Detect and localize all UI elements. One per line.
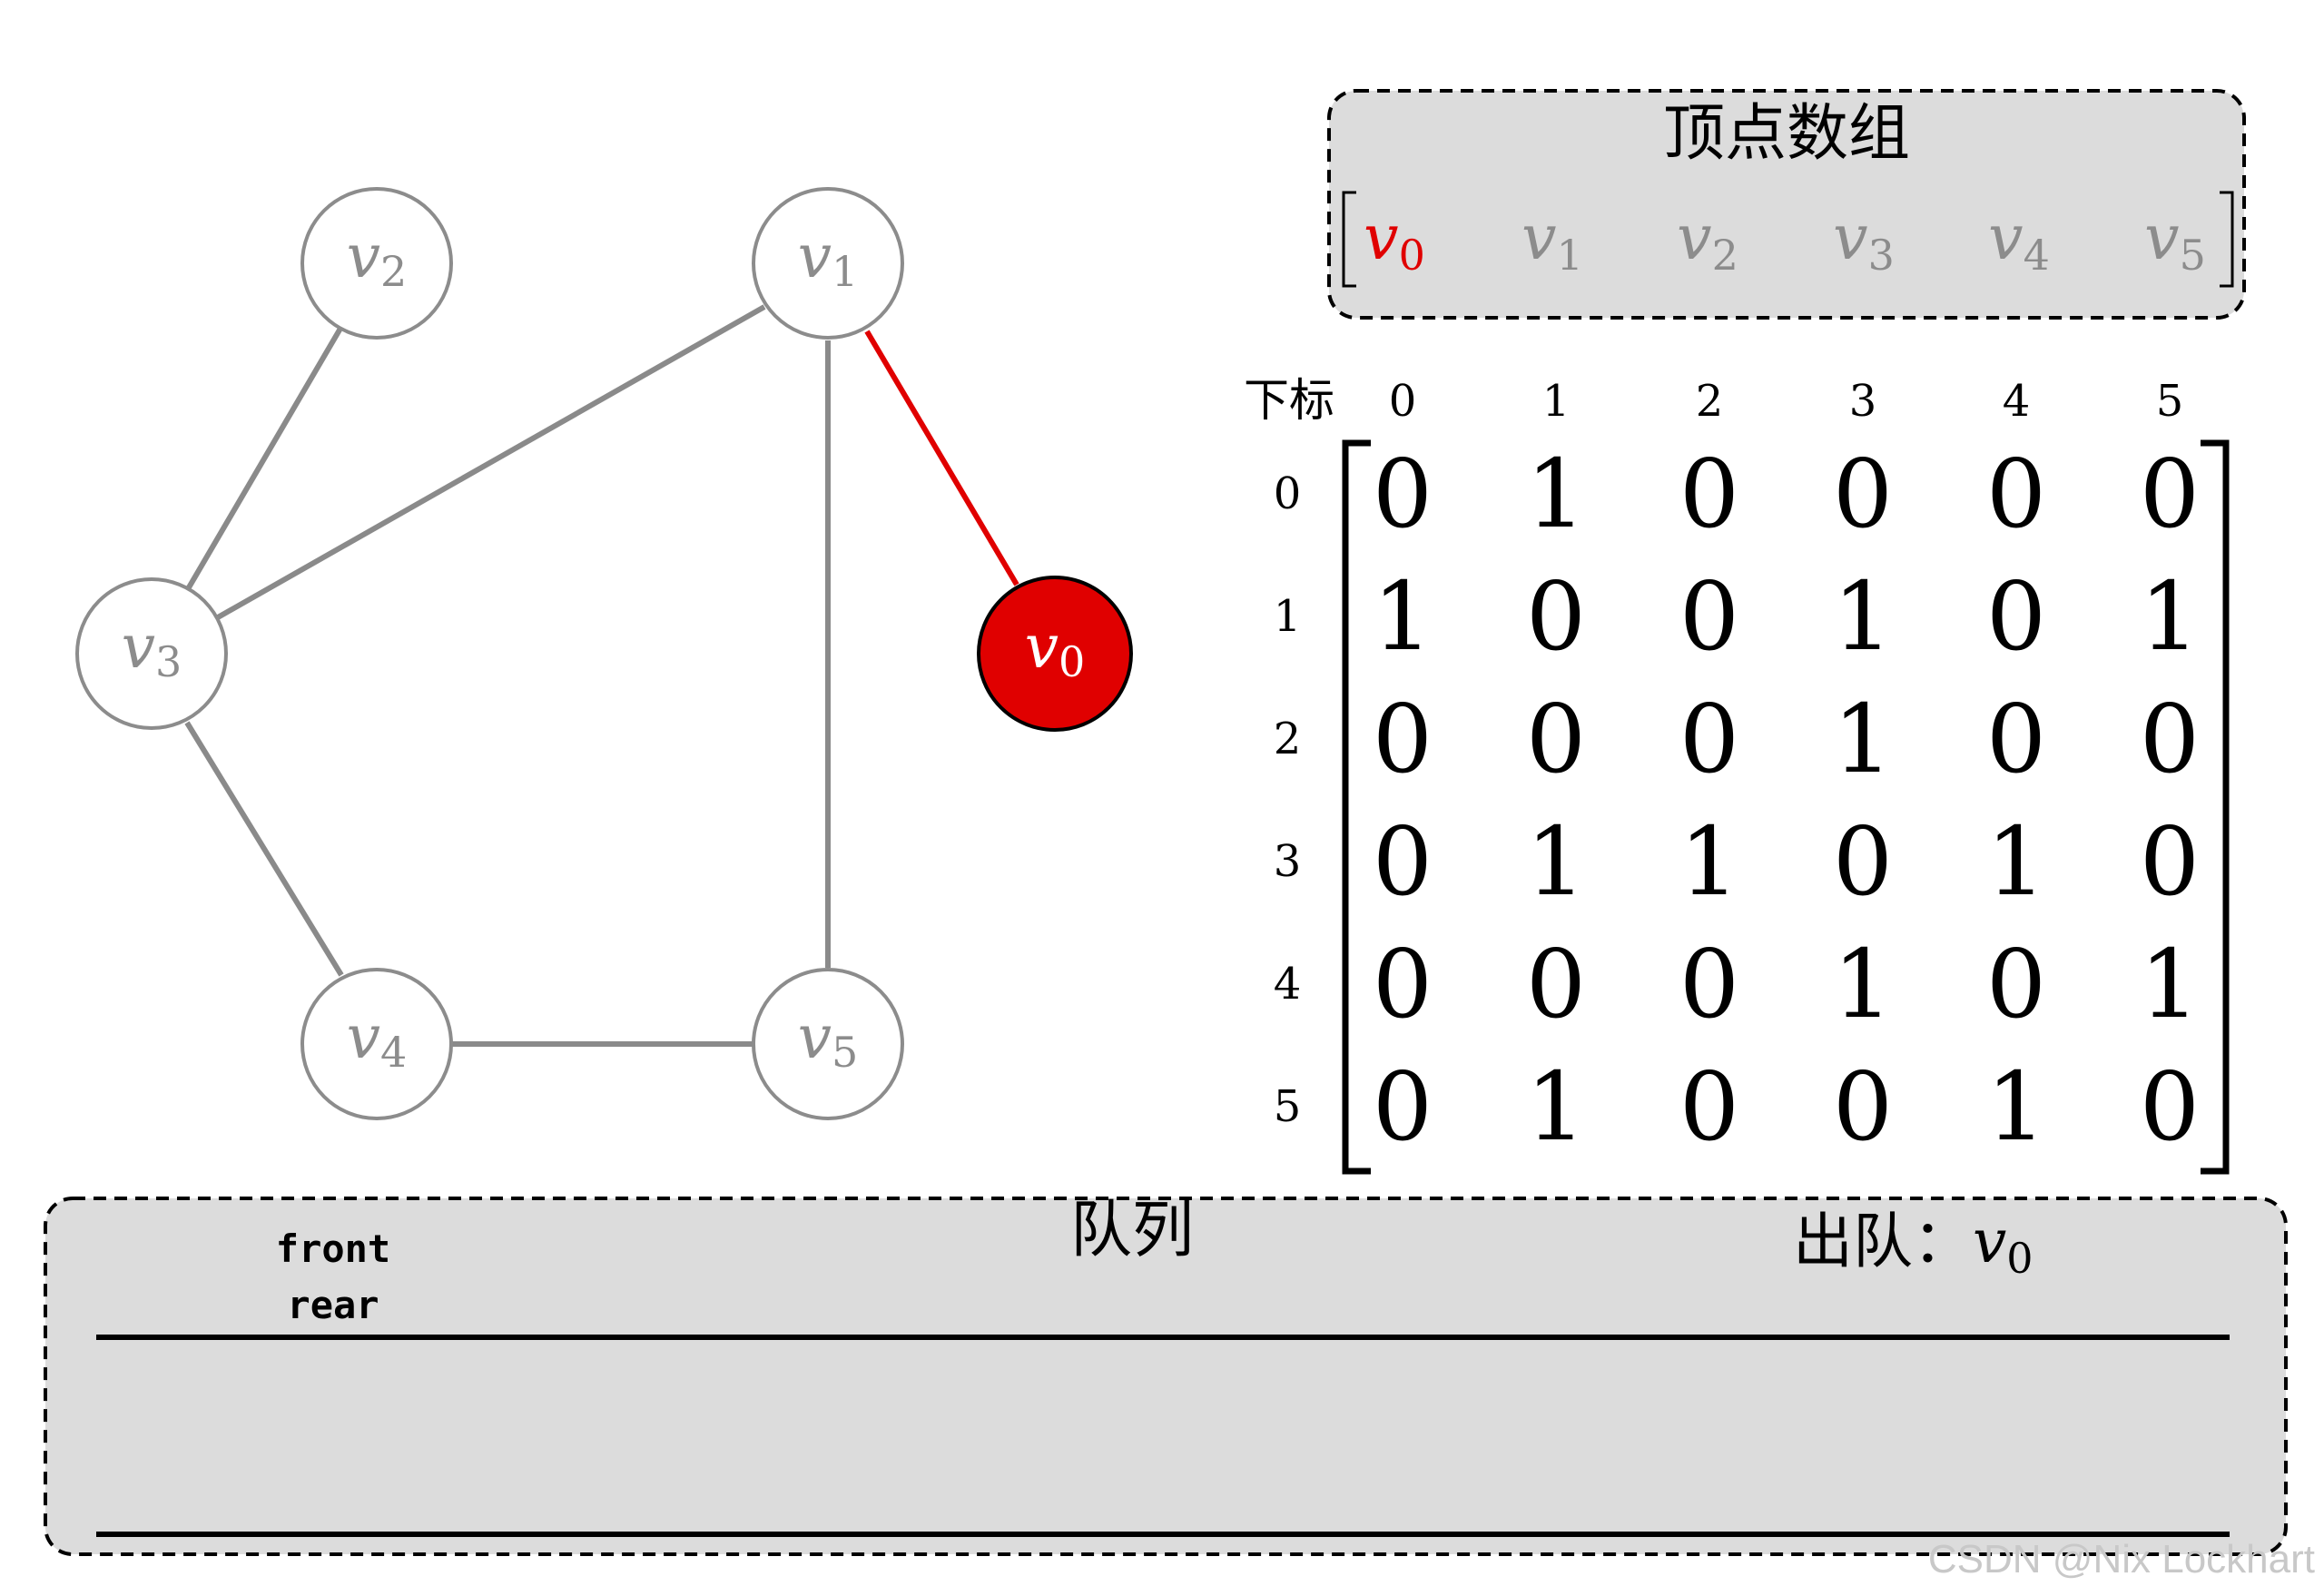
matrix-cell: 0 (2140, 684, 2200, 794)
matrix-cell: 0 (1679, 684, 1739, 794)
node-circle (977, 576, 1133, 732)
array-item-v1: v1 (1521, 202, 1583, 280)
column-indices: 0 1 2 3 4 5 (1389, 376, 2184, 427)
array-item-v3: v3 (1833, 202, 1895, 280)
row-indices: 0 1 2 3 4 5 (1274, 468, 1302, 1132)
array-item-v0: v0 (1364, 202, 1425, 280)
queue-box (44, 1197, 2288, 1556)
matrix-cell: 1 (2140, 929, 2200, 1039)
matrix-cell: 0 (1679, 929, 1739, 1039)
watermark: CSDN @Nix Lockhart (1928, 1537, 2315, 1581)
graph: v2 v1 v3 v0 v4 v5 (75, 187, 1133, 1120)
right-bracket (2220, 191, 2234, 288)
node-label: v1 (798, 222, 859, 296)
matrix-cell: 0 (1526, 929, 1586, 1039)
matrix-cell: 1 (1833, 561, 1893, 672)
adjacency-matrix: 下标 0 1 2 3 4 5 0 1 2 3 4 5 0 1 0 0 0 0 (1244, 374, 2230, 1175)
node-circle (300, 187, 453, 340)
array-item-v5: v5 (2144, 202, 2206, 280)
matrix-cell: 0 (1373, 806, 1433, 917)
matrix-cell: 0 (1373, 684, 1433, 794)
col-index-2: 2 (1696, 376, 1724, 427)
matrix-cell: 1 (1526, 438, 1586, 549)
graph-node-v4: v4 (300, 968, 453, 1120)
node-circle (300, 968, 453, 1120)
edge-v0-v1 (864, 330, 1019, 586)
graph-node-v1: v1 (752, 187, 904, 340)
front-label: front (276, 1227, 390, 1271)
col-index-1: 1 (1542, 376, 1571, 427)
matrix-cell: 0 (1833, 438, 1893, 549)
matrix-left-bracket (1342, 439, 1371, 1175)
node-label: v4 (347, 1002, 408, 1077)
graph-node-v0: v0 (977, 576, 1133, 732)
matrix-cell: 0 (2140, 806, 2200, 917)
matrix-cell: 0 (1526, 561, 1586, 672)
matrix-cell: 0 (1833, 1051, 1893, 1162)
dequeue-status: 出队：v0 (1793, 1207, 2034, 1283)
matrix-cell: 0 (1679, 561, 1739, 672)
edge-v3-v4 (184, 721, 344, 977)
matrix-cell: 1 (1373, 561, 1433, 672)
matrix-cell: 0 (1679, 1051, 1739, 1162)
queue-panel: 队列 front rear 出队：v0 (44, 1195, 2288, 1556)
col-index-0: 0 (1389, 376, 1417, 427)
left-bracket (1342, 191, 1356, 288)
col-index-3: 3 (1849, 376, 1877, 427)
row-index-3: 3 (1274, 836, 1302, 887)
vertex-array-title: 顶点数组 (1663, 98, 1910, 170)
col-index-4: 4 (2003, 376, 2031, 427)
edge-v2-v3 (182, 325, 344, 596)
index-label: 下标 (1244, 374, 1334, 427)
vertex-array-box (1327, 89, 2246, 320)
node-circle (75, 577, 228, 730)
dequeue-label: 出队：v0 (1793, 1207, 2034, 1283)
array-item-v4: v4 (1988, 202, 2050, 280)
matrix-cell: 1 (1833, 929, 1893, 1039)
matrix-cell: 0 (1373, 438, 1433, 549)
graph-node-v5: v5 (752, 968, 904, 1120)
node-circle (752, 968, 904, 1120)
array-item-v2: v2 (1677, 202, 1738, 280)
graph-node-v2: v2 (300, 187, 453, 340)
matrix-cell: 0 (1373, 929, 1433, 1039)
node-label: v2 (347, 222, 408, 296)
matrix-cell: 0 (1679, 438, 1739, 549)
queue-title: 队列 (1070, 1195, 1194, 1266)
col-index-5: 5 (2156, 376, 2184, 427)
matrix-cell: 1 (2140, 561, 2200, 672)
row-index-2: 2 (1274, 714, 1302, 764)
matrix-cell: 1 (1526, 1051, 1586, 1162)
node-label: v0 (1025, 612, 1086, 686)
matrix-cell: 1 (1526, 806, 1586, 917)
matrix-cell: 1 (1679, 806, 1739, 917)
matrix-cell: 0 (1986, 684, 2046, 794)
node-circle (752, 187, 904, 340)
row-index-5: 5 (1274, 1081, 1302, 1132)
matrix-cell: 0 (2140, 438, 2200, 549)
matrix-cell: 0 (1986, 929, 2046, 1039)
row-index-0: 0 (1274, 468, 1302, 519)
graph-node-v3: v3 (75, 577, 228, 730)
node-label: v3 (122, 612, 182, 686)
edge-v1-v3 (216, 304, 766, 620)
matrix-cell: 1 (1986, 806, 2046, 917)
row-index-4: 4 (1274, 959, 1302, 1010)
row-index-1: 1 (1274, 591, 1302, 642)
matrix-cell: 1 (1986, 1051, 2046, 1162)
matrix-cell: 1 (1833, 684, 1893, 794)
graph-edges (182, 304, 1019, 1047)
rear-label: rear (287, 1283, 379, 1327)
matrix-right-bracket (2201, 439, 2230, 1175)
matrix-cell: 0 (1526, 684, 1586, 794)
matrix-cell: 0 (1986, 561, 2046, 672)
matrix-cell: 0 (2140, 1051, 2200, 1162)
matrix-cells: 0 1 0 0 0 0 1 0 0 1 0 1 0 0 0 1 0 0 0 1 … (1373, 438, 2200, 1162)
node-label: v5 (798, 1002, 859, 1077)
matrix-cell: 0 (1373, 1051, 1433, 1162)
matrix-cell: 0 (1986, 438, 2046, 549)
matrix-cell: 0 (1833, 806, 1893, 917)
vertex-array-panel: 顶点数组 v0 v1 v2 v3 v4 v5 (1327, 89, 2246, 320)
